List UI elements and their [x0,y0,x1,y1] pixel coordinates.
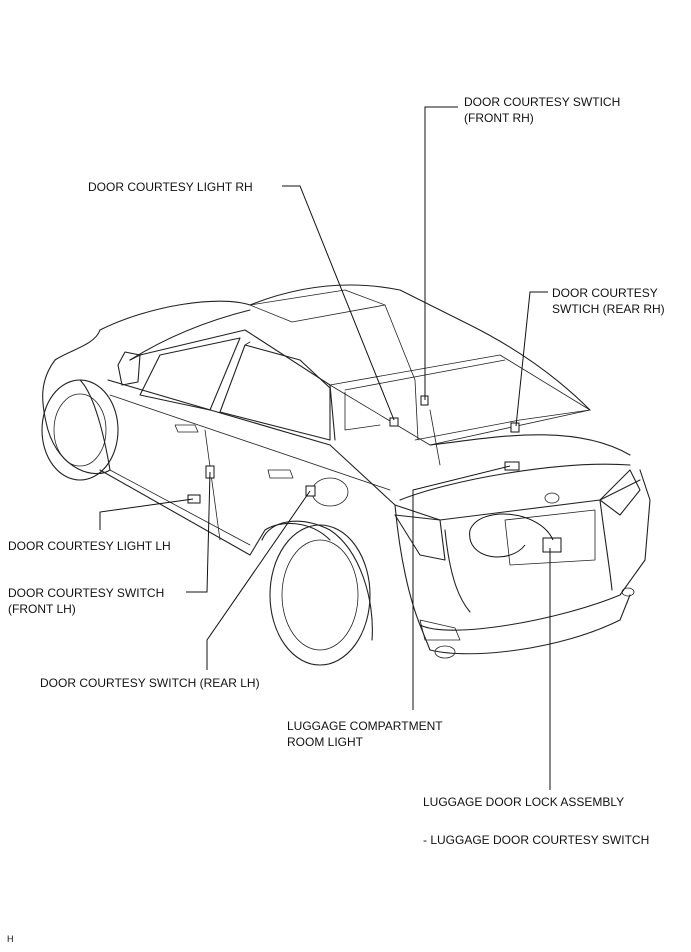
leader-lines [99,106,551,790]
lock-cable [469,513,554,558]
label-door-courtesy-switch-rear-rh: DOOR COURTESY SWTICH (REAR RH) [552,285,665,317]
label-line: DOOR COURTESY LIGHT RH [88,180,253,194]
leader-switch-front-rh [424,106,458,400]
door-courtesy-light-rh-part [389,417,399,427]
corner-mark: H [7,934,14,944]
luggage-door-lock-assembly-part [542,537,562,553]
label-luggage-door-courtesy-switch: - LUGGAGE DOOR COURTESY SWITCH [423,832,649,848]
label-line: SWTICH (REAR RH) [552,302,665,316]
leader-light-rh [282,185,395,421]
label-line: LUGGAGE DOOR LOCK ASSEMBLY [423,795,625,809]
leader-light-lh [99,498,194,530]
label-line: LUGGAGE COMPARTMENT [287,719,443,733]
leader-switch-rear-lh [206,490,311,670]
label-line: (FRONT LH) [8,602,76,616]
label-line: ROOM LIGHT [287,735,364,749]
label-line: DOOR COURTESY SWITCH [8,586,165,600]
leader-room-light [412,465,511,710]
label-door-courtesy-light-lh: DOOR COURTESY LIGHT LH [8,538,171,554]
door-courtesy-light-lh-part [187,494,201,504]
label-door-courtesy-light-rh: DOOR COURTESY LIGHT RH [88,179,253,195]
label-luggage-door-lock-assembly: LUGGAGE DOOR LOCK ASSEMBLY [423,794,624,810]
door-courtesy-switch-rear-rh-part [510,422,520,433]
label-door-courtesy-switch-front-rh: DOOR COURTESY SWTICH (FRONT RH) [464,94,620,126]
luggage-compartment-room-light-part [504,461,520,471]
leader-switch-front-lh [186,471,211,593]
label-line: - LUGGAGE DOOR COURTESY SWITCH [423,833,650,847]
label-line: DOOR COURTESY SWITCH (REAR LH) [40,676,260,690]
car-body-outline [41,284,651,666]
label-luggage-compartment-room-light: LUGGAGE COMPARTMENT ROOM LIGHT [287,718,443,750]
label-door-courtesy-switch-rear-lh: DOOR COURTESY SWITCH (REAR LH) [40,675,260,691]
label-line: DOOR COURTESY LIGHT LH [8,539,171,553]
door-courtesy-switch-rear-lh-part [305,485,316,497]
leader-switch-rear-rh [515,291,548,427]
label-line: (FRONT RH) [464,111,534,125]
label-line: DOOR COURTESY SWTICH [464,95,621,109]
label-door-courtesy-switch-front-lh: DOOR COURTESY SWITCH (FRONT LH) [8,585,164,617]
label-line: DOOR COURTESY [552,286,658,300]
